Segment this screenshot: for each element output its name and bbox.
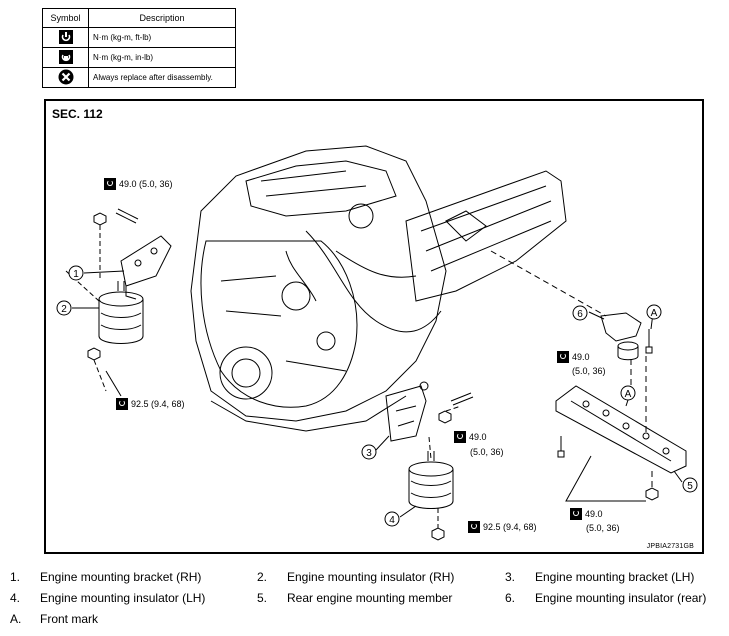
torque-sub-lh-bracket: (5.0, 36) [470,447,504,457]
callout-1: 1 [68,265,84,281]
symbol-desc: N·m (kg-m, ft-lb) [88,27,236,48]
torque-label-rear-insulator: 49.0 [557,351,590,363]
svg-text:A: A [651,308,658,319]
callout-5: 5 [682,477,698,493]
svg-text:A: A [625,389,632,400]
replace-part-icon [58,69,74,87]
symbol-table: Symbol Description N·m (kg-m, ft-lb) N·m… [42,8,236,88]
torque-label-rh-bracket: 49.0 (5.0, 36) [104,178,173,190]
svg-text:6: 6 [577,309,583,320]
torque-label-rear-member: 49.0 [570,508,603,520]
torque-sub-rear-insulator: (5.0, 36) [572,366,606,376]
svg-text:3: 3 [366,448,372,459]
diagram-frame: SEC. 112 [44,99,704,554]
torque-wrench-icon [557,351,569,363]
section-title: SEC. 112 [52,107,103,121]
callout-3: 3 [361,444,377,460]
legend-item: 3.Engine mounting bracket (LH) [505,570,695,584]
torque-wrench-icon [454,431,466,443]
torque-wrench-icon [116,398,128,410]
svg-text:4: 4 [389,515,395,526]
legend-item: 2.Engine mounting insulator (RH) [257,570,455,584]
callout-layer: 1 2 3 4 5 6 A A [56,265,698,527]
torque-label-lh-bracket: 49.0 [454,431,487,443]
torque-wrench-icon [104,178,116,190]
svg-text:5: 5 [687,481,693,492]
torque-sub-rear-member: (5.0, 36) [586,523,620,533]
legend-item: 4.Engine mounting insulator (LH) [10,591,206,605]
torque-wrench-icon [58,29,73,46]
figure-code: JPBIA2731GB [646,543,694,550]
symbol-header: Symbol [42,8,89,28]
legend-item: 1.Engine mounting bracket (RH) [10,570,202,584]
legend-item: 6.Engine mounting insulator (rear) [505,591,707,605]
description-header: Description [88,8,236,28]
legend-item: 5.Rear engine mounting member [257,591,453,605]
torque-wrench-inlb-icon [58,49,73,66]
torque-wrench-icon [570,508,582,520]
legend-item: A.Front mark [10,612,99,626]
svg-text:1: 1 [73,269,79,280]
torque-label-lh-insulator: 92.5 (9.4, 68) [468,521,537,533]
svg-text:2: 2 [61,304,67,315]
callout-a-member: A [620,385,636,401]
callout-a-rear: A [646,304,662,320]
callout-4: 4 [384,511,400,527]
engine-mount-illustration [65,145,687,541]
torque-label-rh-insulator: 92.5 (9.4, 68) [116,398,185,410]
symbol-desc: N·m (kg-m, in-lb) [88,47,236,68]
callout-2: 2 [56,300,72,316]
callout-6: 6 [572,305,588,321]
torque-wrench-icon [468,521,480,533]
symbol-desc: Always replace after disassembly. [88,67,236,88]
